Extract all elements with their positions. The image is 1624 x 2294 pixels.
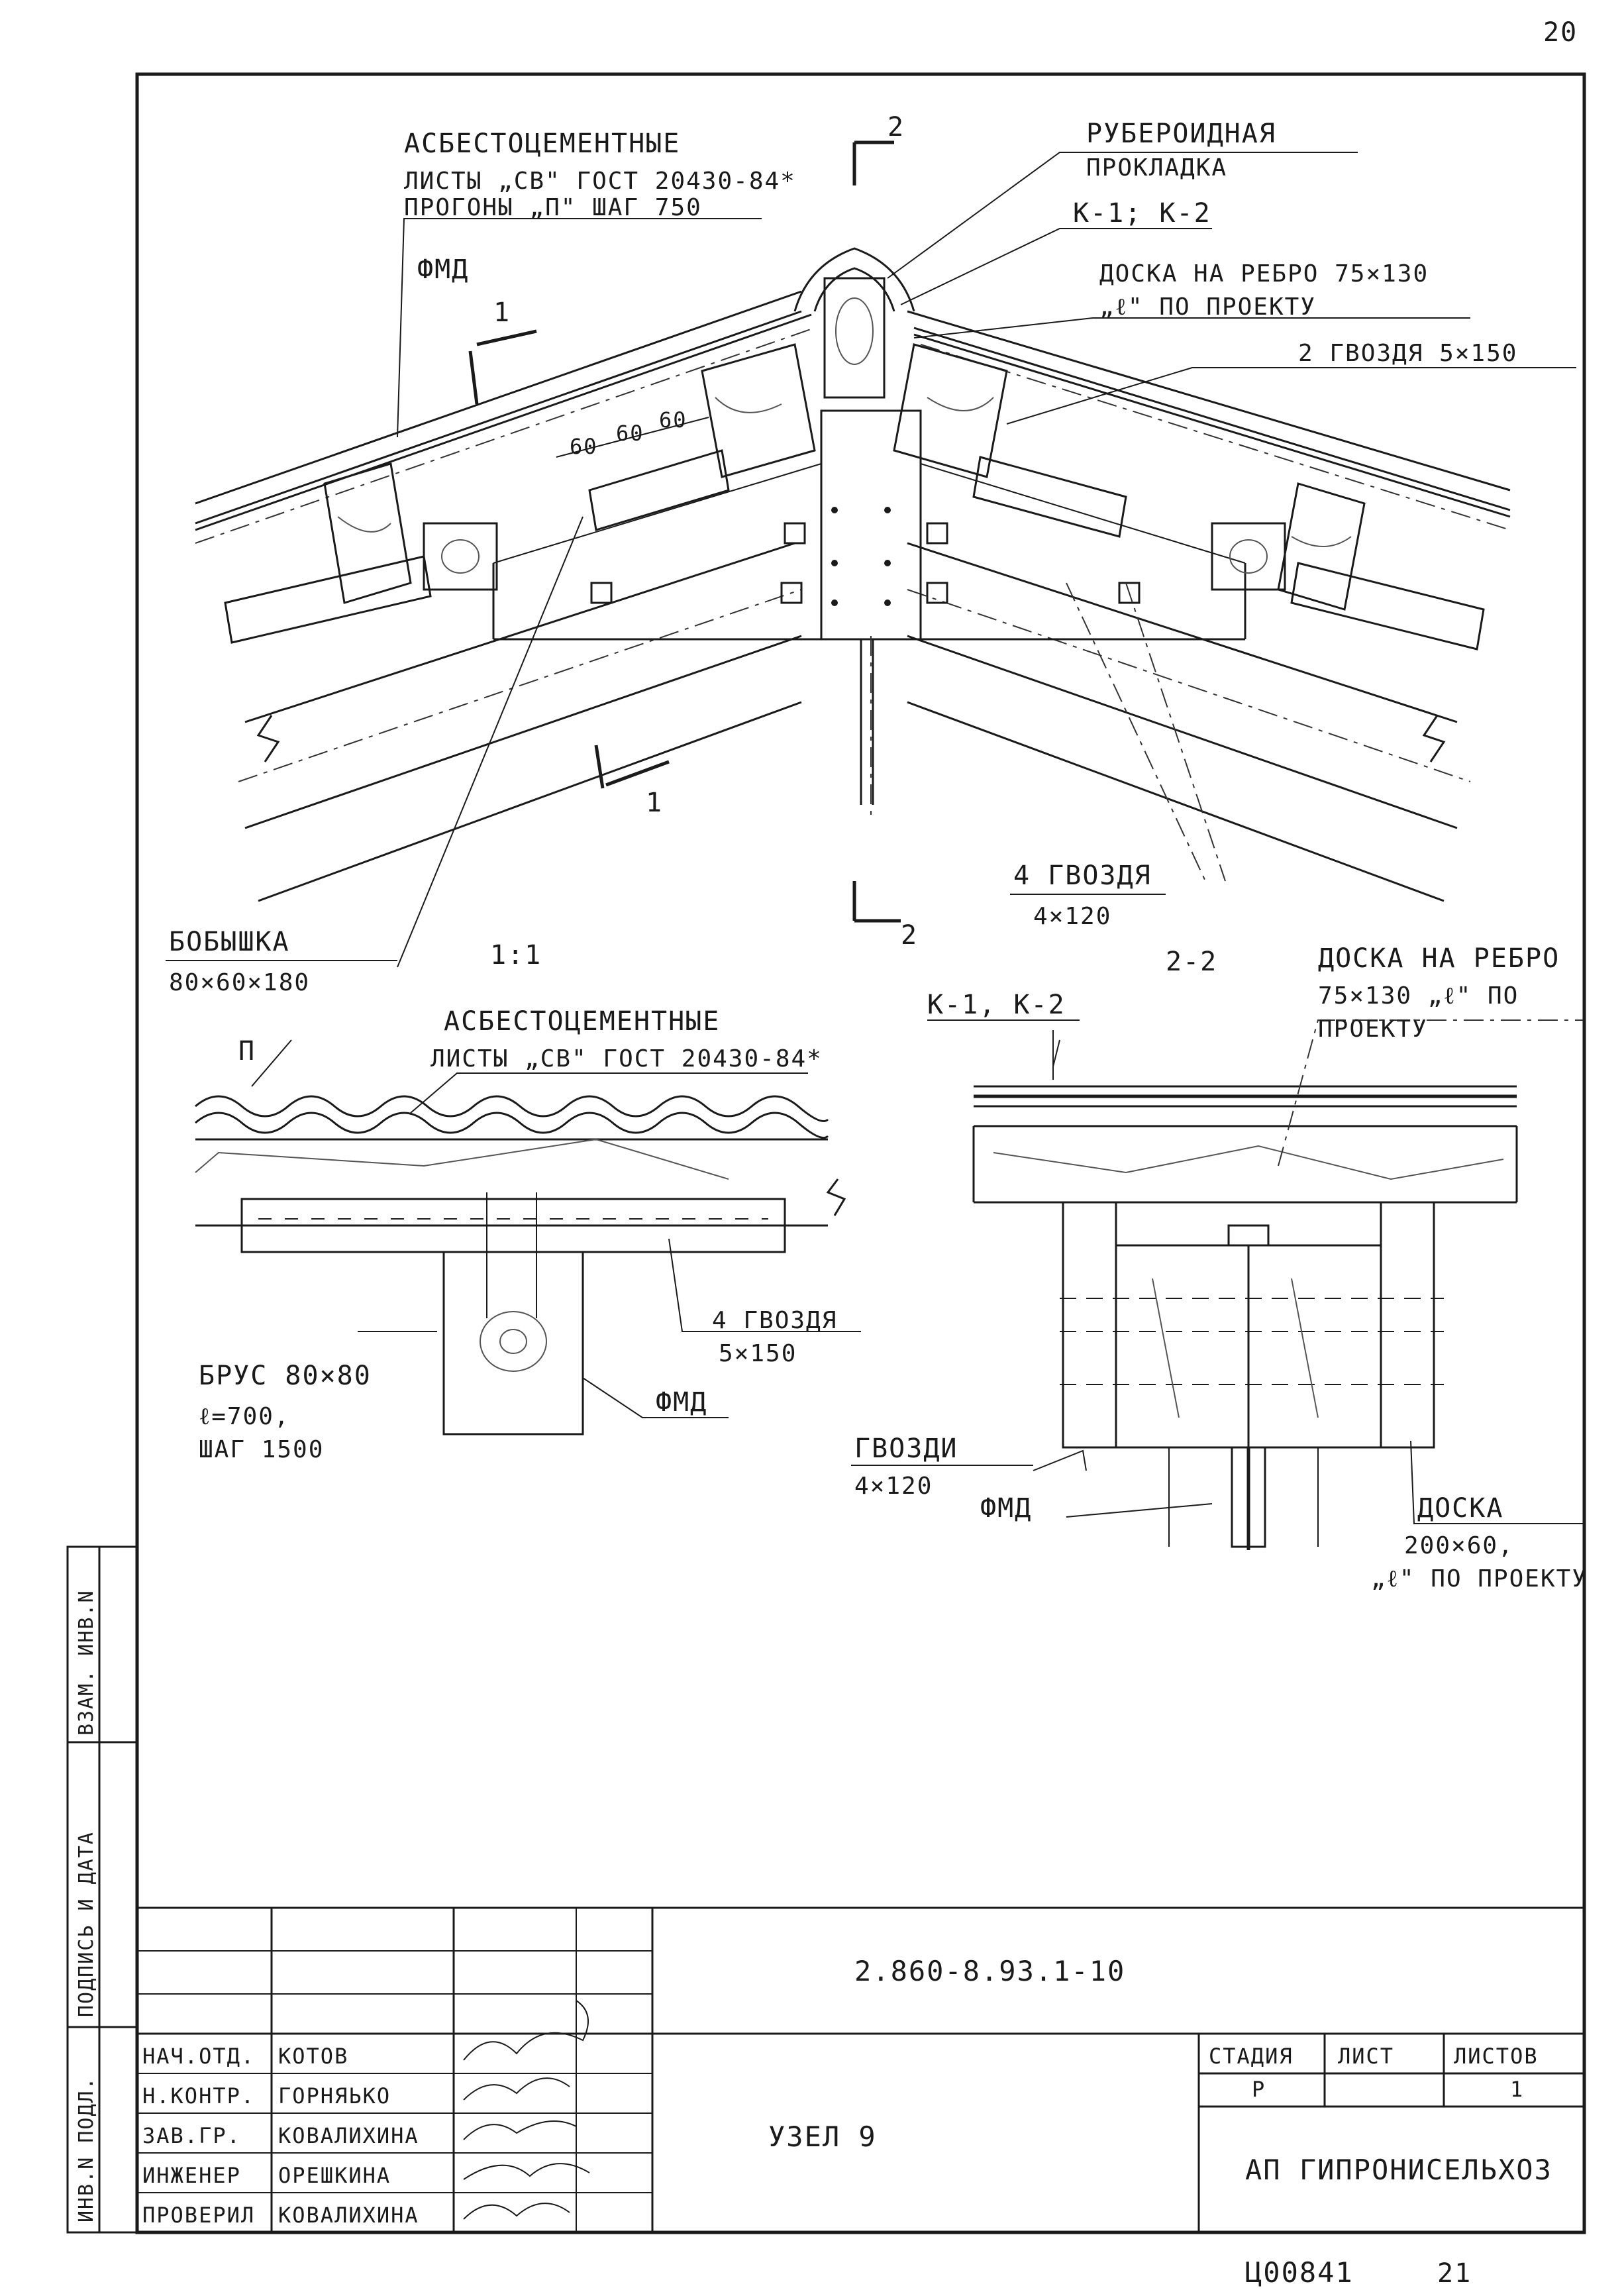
sheet-header: ЛИСТ: [1338, 2044, 1394, 2069]
label-purlins: ПРОГОНЫ „П" ШАГ 750: [404, 194, 702, 221]
section-mark-1-top: 1: [493, 297, 511, 328]
role-2: ЗАВ.ГР.: [142, 2123, 241, 2148]
signature-2: [463, 2120, 577, 2140]
label-fmd-top: ФМД: [417, 254, 469, 285]
s2-plank-2: 200×60,: [1404, 1532, 1514, 1559]
name-4: КОВАЛИХИНА: [278, 2203, 419, 2228]
s2-plank-3: „ℓ" ПО ПРОЕКТУ: [1371, 1565, 1588, 1592]
s2-nails-2: 4×120: [854, 1473, 933, 1500]
s1-label-p: П: [238, 1036, 256, 1067]
sheet-number: 20: [1543, 17, 1578, 48]
s1-beam-1: БРУС 80×80: [199, 1361, 372, 1391]
s2-nails-1: ГВОЗДИ: [854, 1434, 958, 1464]
stamp-replace-label: ВЗАМ. ИНВ.N: [75, 1589, 98, 1736]
section-mark-2-bottom: 2: [901, 920, 918, 951]
label-roofing-1: РУБЕРОИДНАЯ: [1086, 119, 1276, 149]
ridge-node-view: [195, 140, 1576, 968]
s1-nails-1: 4 ГВОЗДЯ: [712, 1307, 837, 1334]
name-0: КОТОВ: [278, 2044, 348, 2069]
doc-code: 2.860-8.93.1-10: [854, 1955, 1125, 1987]
ridge-labels: АСБЕСТОЦЕМЕНТНЫЕ ЛИСТЫ „СВ" ГОСТ 20430-8…: [166, 112, 1517, 996]
s1-nails-2: 5×150: [719, 1340, 797, 1367]
stage-value: Р: [1252, 2077, 1266, 2102]
node-title: УЗЕЛ 9: [768, 2120, 877, 2153]
s1-fmd: ФМД: [656, 1387, 707, 1418]
s1-asbestos-2: ЛИСТЫ „СВ" ГОСТ 20430-84*: [431, 1045, 823, 1072]
s2-board-3: ПРОЕКТУ: [1318, 1016, 1428, 1043]
dim-60-b: 60: [616, 421, 644, 446]
dim-60-a: 60: [570, 434, 598, 459]
label-k-top: К-1; К-2: [1073, 198, 1211, 229]
side-stamp: ИНВ.N ПОДЛ. ПОДПИСЬ И ДАТА ВЗАМ. ИНВ.N: [66, 1545, 138, 2234]
section-2-title: 2-2: [1166, 947, 1217, 977]
signature-1: [463, 2077, 570, 2101]
role-1: Н.КОНТР.: [142, 2083, 255, 2109]
role-4: ПРОВЕРИЛ: [142, 2203, 255, 2228]
stamp-signature-label: ПОДПИСЬ И ДАТА: [75, 1831, 98, 2017]
section-2-2: [927, 1019, 1583, 1550]
s1-beam-2: ℓ=700,: [199, 1403, 290, 1430]
s1-beam-3: ШАГ 1500: [199, 1436, 324, 1463]
signature-0: [463, 2000, 589, 2061]
section-mark-2-top: 2: [888, 112, 905, 142]
organization: АП ГИПРОНИСЕЛЬХОЗ: [1245, 2154, 1552, 2186]
label-board-top-1: ДОСКА НА РЕБРО 75×130: [1099, 260, 1429, 287]
signature-3: [463, 2163, 590, 2180]
sheets-header: ЛИСТОВ: [1454, 2044, 1539, 2069]
label-nails-top: 2 ГВОЗДЯ 5×150: [1298, 340, 1517, 367]
stamp-inventory-label: ИНВ.N ПОДЛ.: [75, 2076, 98, 2222]
role-3: ИНЖЕНЕР: [142, 2163, 241, 2188]
title-block: 2.860-8.93.1-10 УЗЕЛ 9 СТАДИЯ ЛИСТ ЛИСТО…: [137, 1906, 1584, 2232]
label-asbestos-1: АСБЕСТОЦЕМЕНТНЫЕ: [404, 129, 680, 159]
footer-inventory: Ц00841: [1245, 2256, 1354, 2289]
role-0: НАЧ.ОТД.: [142, 2044, 255, 2069]
section-1-title: 1:1: [490, 940, 542, 970]
name-1: ГОРНЯЬКО: [278, 2083, 391, 2109]
sheets-value: 1: [1510, 2077, 1524, 2102]
drawing-frame: [135, 72, 1586, 2234]
label-boss-1: БОБЫШКА: [169, 927, 290, 957]
section-mark-1-bottom: 1: [646, 788, 663, 818]
label-nails-4-2: 4×120: [1033, 903, 1111, 930]
label-boss-2: 80×60×180: [169, 969, 310, 996]
s2-board-2: 75×130 „ℓ" ПО: [1318, 982, 1519, 1010]
section-2-labels: 2-2 К-1, К-2 ДОСКА НА РЕБРО 75×130 „ℓ" П…: [851, 943, 1588, 1592]
label-nails-4-1: 4 ГВОЗДЯ: [1013, 860, 1152, 891]
label-asbestos-2: ЛИСТЫ „СВ" ГОСТ 20430-84*: [404, 168, 796, 195]
s1-asbestos-1: АСБЕСТОЦЕМЕНТНЫЕ: [444, 1006, 720, 1037]
s2-board-1: ДОСКА НА РЕБРО: [1318, 943, 1560, 974]
s2-k: К-1, К-2: [927, 990, 1066, 1020]
s2-plank-1: ДОСКА: [1417, 1493, 1503, 1524]
signature-4: [463, 2203, 570, 2220]
name-3: ОРЕШКИНА: [278, 2163, 391, 2188]
label-board-top-2: „ℓ" ПО ПРОЕКТУ: [1099, 293, 1316, 321]
dim-60-c: 60: [659, 407, 687, 433]
stage-header: СТАДИЯ: [1209, 2044, 1294, 2069]
section-1-1: [195, 1039, 861, 1435]
footer-page: 21: [1437, 2258, 1472, 2289]
name-2: КОВАЛИХИНА: [278, 2123, 419, 2148]
section-1-labels: 1:1 АСБЕСТОЦЕМЕНТНЫЕ ЛИСТЫ „СВ" ГОСТ 204…: [199, 940, 837, 1463]
s2-fmd: ФМД: [980, 1493, 1032, 1524]
label-roofing-2: ПРОКЛАДКА: [1086, 154, 1227, 182]
